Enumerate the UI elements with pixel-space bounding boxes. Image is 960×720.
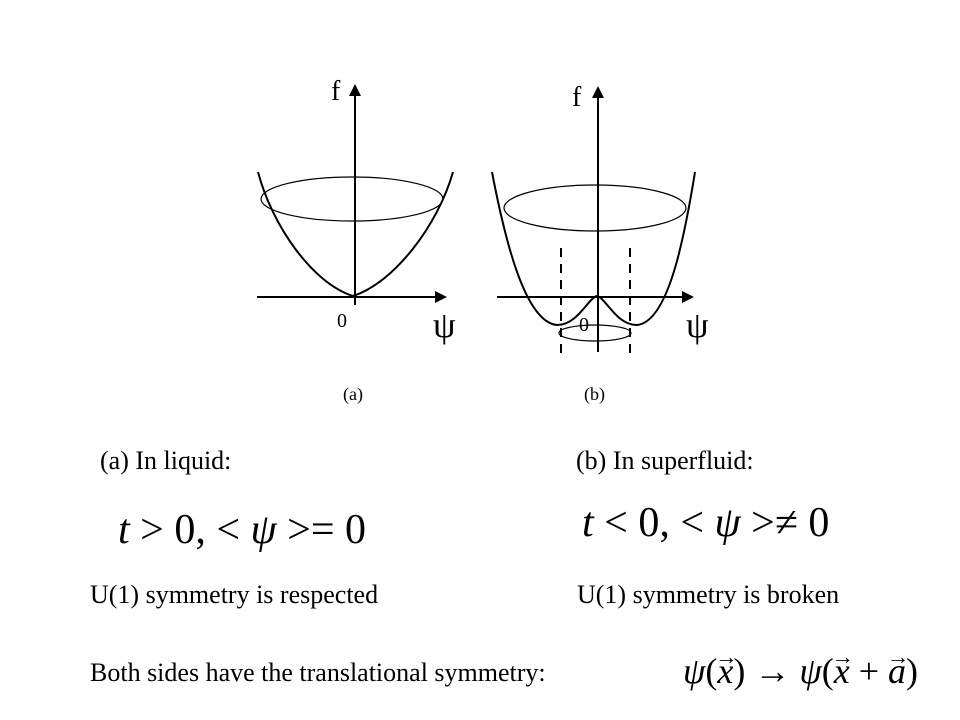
panel-b-f-label: f — [572, 82, 582, 113]
translation-x-left: x — [717, 650, 733, 692]
panel-b: f ψ 0 (b) — [491, 82, 709, 405]
superfluid-eq-tail: >≠ 0 — [740, 500, 830, 546]
panel-a-rotation-ellipse — [260, 176, 444, 222]
panel-a-caption: (a) — [343, 384, 363, 405]
panel-b-potential-curve — [491, 171, 696, 327]
liquid-label: (a) In liquid: — [100, 446, 232, 475]
panel-a: f ψ 0 (a) — [257, 76, 456, 405]
liquid-equation: t > 0, < ψ >= 0 — [118, 506, 366, 554]
symmetry-broken-text: U(1) symmetry is broken — [577, 580, 840, 609]
panel-b-minimum-ellipse — [558, 324, 632, 342]
panel-a-origin-label: 0 — [337, 310, 347, 332]
translation-a-vector: a — [888, 650, 906, 692]
translation-plus: + — [849, 651, 888, 691]
panel-b-origin-label: 0 — [579, 314, 589, 336]
superfluid-label: (b) In superfluid: — [576, 446, 754, 475]
translation-psi-left: ψ — [683, 651, 706, 691]
translation-psi-right: ψ — [799, 651, 822, 691]
translational-symmetry-text: Both sides have the translational symmet… — [90, 658, 546, 687]
panel-b-psi-label: ψ — [686, 305, 709, 345]
liquid-eq-var: t — [118, 507, 130, 553]
translation-arrow: → — [745, 651, 800, 691]
superfluid-eq-rel: < 0, < — [593, 500, 715, 546]
liquid-eq-field: ψ — [250, 507, 277, 553]
panel-a-potential-curve — [257, 171, 454, 298]
panel-a-f-label: f — [331, 76, 341, 107]
translation-equation: ψ(x) → ψ(x + a) — [683, 650, 918, 692]
liquid-eq-tail: >= 0 — [276, 507, 367, 553]
superfluid-eq-var: t — [582, 500, 594, 546]
symmetry-respected-text: U(1) symmetry is respected — [90, 580, 379, 609]
panel-b-rotation-ellipse — [503, 184, 687, 232]
superfluid-eq-field: ψ — [714, 500, 741, 546]
liquid-eq-rel: > 0, < — [129, 507, 251, 553]
translation-x-right: x — [834, 650, 850, 692]
superfluid-equation: t < 0, < ψ >≠ 0 — [582, 499, 829, 547]
panel-a-psi-label: ψ — [433, 305, 456, 345]
panel-b-caption: (b) — [584, 384, 605, 405]
